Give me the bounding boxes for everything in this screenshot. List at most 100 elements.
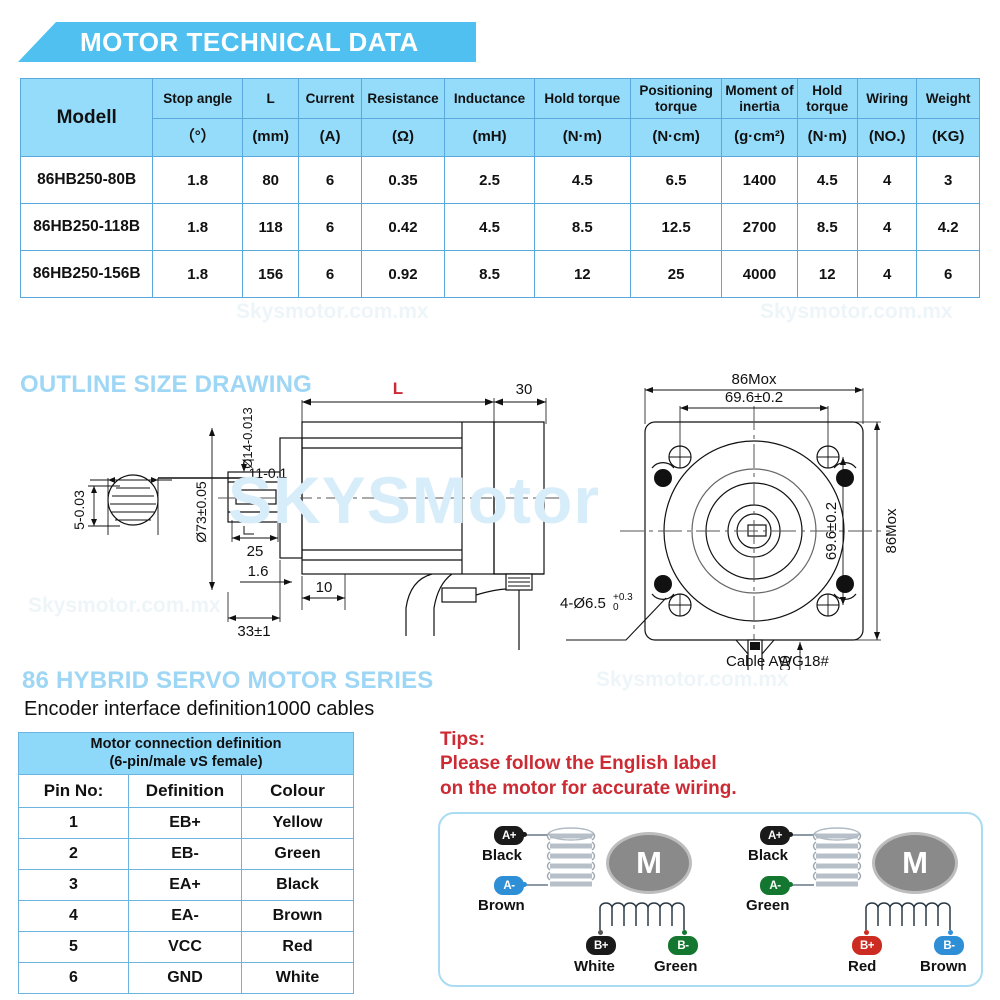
- terminal-badge-a-plus: A+: [760, 826, 790, 845]
- spec-cell: 6: [916, 250, 980, 298]
- pin-colour: Green: [240, 838, 355, 870]
- terminal-badge-a-plus: A+: [494, 826, 524, 845]
- pin-table-title: Motor connection definition (6-pin/male …: [17, 732, 355, 775]
- spec-cell-model: 86HB250-156B: [19, 250, 154, 298]
- lead-dot: [522, 882, 527, 887]
- encoder-interface-subheading: Encoder interface definition1000 cables: [24, 698, 375, 720]
- terminal-badge-a-minus: A-: [760, 876, 790, 895]
- pin-col-1: Definition: [128, 774, 242, 808]
- table-row: 5 VCC Red: [18, 931, 355, 963]
- drawing-svg: 11-0.1 5-0.03 Ø73±0.05 Ø14-0.013 L 30 25…: [71, 371, 900, 717]
- spec-cell: 4: [856, 203, 918, 251]
- dim-shaft-len: 25: [247, 543, 264, 560]
- dim-hole-tol-upper: +0.3: [613, 592, 633, 603]
- spec-table-head: Modell Stop angle L Current Resistance I…: [19, 78, 980, 157]
- spec-unit-6: (N·cm): [629, 118, 723, 157]
- spec-cell: 4: [856, 156, 918, 204]
- wiring-group-right: A+ Black A- Green M B+ Red: [712, 814, 977, 989]
- dim-step-2: 10: [316, 579, 333, 596]
- lead-wire: [524, 884, 548, 886]
- lead-dot: [522, 832, 527, 837]
- tips-line-3: on the motor for accurate wiring.: [440, 777, 737, 799]
- pin-colour: Brown: [240, 900, 355, 932]
- spec-header-1: L: [242, 78, 300, 119]
- dim-flange-outer-side: 86Mox: [883, 508, 900, 554]
- dim-total-front: 33±1: [237, 623, 270, 640]
- spec-cell: 1400: [721, 156, 798, 204]
- dim-hole-tol-lower: 0: [613, 602, 619, 613]
- spec-unit-9: (NO.): [856, 118, 918, 157]
- pin-number: 2: [18, 838, 129, 870]
- terminal-label-b-minus: Green: [654, 958, 698, 975]
- spec-cell: 0.42: [360, 203, 446, 251]
- spec-header-4: Inductance: [444, 78, 535, 119]
- motor-symbol: M: [606, 832, 692, 894]
- spec-cell: 4.5: [444, 203, 535, 251]
- lead-dot: [682, 930, 687, 935]
- spec-cell: 1.8: [152, 250, 244, 298]
- spec-cell: 8.5: [533, 203, 631, 251]
- spec-cell: 12: [533, 250, 631, 298]
- pin-title-line1: Motor connection definition: [90, 736, 282, 753]
- spec-cell: 4.5: [796, 156, 858, 204]
- pin-table-head: Motor connection definition (6-pin/male …: [17, 732, 355, 808]
- spec-cell: 6.5: [629, 156, 723, 204]
- dim-rear-len: 30: [516, 381, 533, 398]
- pin-number: 6: [18, 962, 129, 994]
- spec-unit-1: (mm): [242, 118, 300, 157]
- pin-colour: Red: [240, 931, 355, 963]
- terminal-badge-b-plus: B+: [586, 936, 616, 955]
- spec-cell: 80: [242, 156, 300, 204]
- pin-colour: White: [240, 962, 355, 994]
- spec-unit-2: (A): [298, 118, 362, 157]
- spec-unit-0: （°）: [152, 118, 244, 157]
- motor-symbol: M: [872, 832, 958, 894]
- spec-cell: 8.5: [796, 203, 858, 251]
- dim-step-1: 1.6: [248, 563, 269, 580]
- watermark-url: Skysmotor.com.mx: [596, 668, 789, 691]
- spec-header-row: Modell Stop angle L Current Resistance I…: [19, 78, 980, 157]
- table-row: 86HB250-80B 1.8 80 6 0.35 2.5 4.5 6.5 14…: [19, 156, 980, 204]
- pin-col-2: Colour: [240, 774, 355, 808]
- pin-definition: EA-: [128, 900, 242, 932]
- spec-cell: 0.35: [360, 156, 446, 204]
- lead-wire: [524, 834, 548, 836]
- spec-header-0: Stop angle: [152, 78, 244, 119]
- dim-shaft-dia: Ø14-0.013: [240, 407, 255, 468]
- spec-header-model: Modell: [19, 78, 154, 157]
- spec-cell: 25: [629, 250, 723, 298]
- spec-header-5: Hold torque: [533, 78, 631, 119]
- lead-dot: [948, 930, 953, 935]
- motor-series-heading: 86 HYBRID SERVO MOTOR SERIES: [22, 667, 434, 694]
- spec-unit-7: (g·cm²): [721, 118, 798, 157]
- pin-title-row: Motor connection definition (6-pin/male …: [17, 732, 355, 775]
- dim-bolt-circle-h: 69.6±0.2: [725, 389, 783, 406]
- pin-definition: GND: [128, 962, 242, 994]
- pin-number: 4: [18, 900, 129, 932]
- tips-note: Tips: Please follow the English label on…: [440, 728, 737, 801]
- dim-bolt-circle-v: 69.6±0.2: [823, 502, 840, 560]
- terminal-label-b-plus: Red: [848, 958, 877, 975]
- spec-unit-row: （°） (mm) (A) (Ω) (mH) (N·m) (N·cm) (g·cm…: [21, 118, 980, 157]
- spec-cell: 2.5: [444, 156, 535, 204]
- lead-dot: [788, 882, 793, 887]
- terminal-badge-b-minus: B-: [668, 936, 698, 955]
- motor-connection-table: Motor connection definition (6-pin/male …: [17, 732, 355, 994]
- wiring-diagram-panel: A+ Black A- Brown M: [438, 812, 983, 987]
- coil-phase-a: [812, 827, 862, 887]
- terminal-badge-a-minus: A-: [494, 876, 524, 895]
- tips-line-2: Please follow the English label: [440, 753, 717, 775]
- watermark-url: Skysmotor.com.mx: [236, 300, 429, 323]
- lead-wire: [790, 884, 814, 886]
- outline-size-drawing-heading: OUTLINE SIZE DRAWING: [20, 371, 312, 398]
- dim-flange-outer-top: 86Mox: [731, 371, 777, 388]
- banner-shape: MOTOR TECHNICAL DATA: [18, 22, 476, 62]
- lead-dot: [788, 832, 793, 837]
- terminal-label-b-minus: Brown: [920, 958, 967, 975]
- spec-cell: 118: [242, 203, 300, 251]
- tips-line-1: Tips:: [440, 729, 486, 750]
- terminal-label-b-plus: White: [574, 958, 615, 975]
- motor-spec-table: Modell Stop angle L Current Resistance I…: [19, 78, 980, 298]
- spec-cell: 6: [298, 250, 362, 298]
- pin-number: 5: [18, 931, 129, 963]
